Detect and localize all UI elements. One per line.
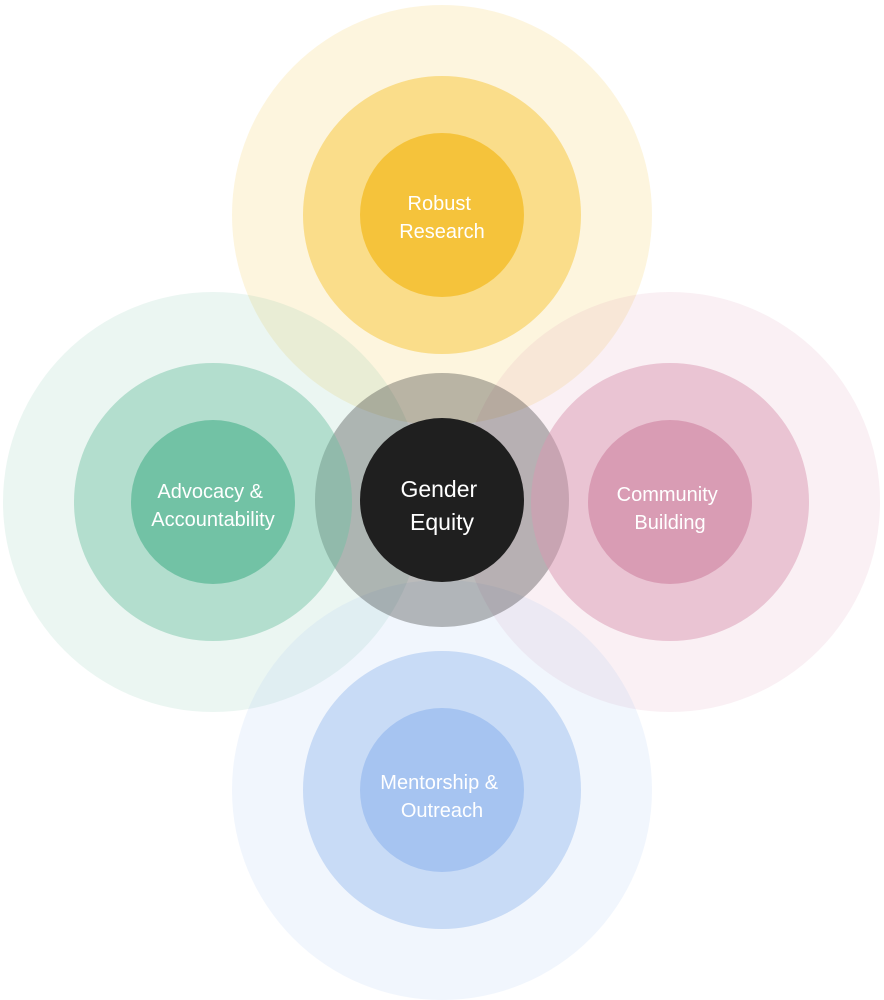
- advocacy-accountability-core: [131, 420, 295, 584]
- community-building-label-line1: Community: [617, 484, 718, 506]
- center-core: [360, 418, 524, 582]
- mentorship-outreach-label-line2: Outreach: [401, 800, 483, 822]
- center-label-line2: Equity: [410, 509, 474, 535]
- community-building-core: [588, 420, 752, 584]
- robust-research-core: [360, 133, 524, 297]
- advocacy-accountability-label: Advocacy & Accountability: [151, 481, 274, 531]
- mentorship-outreach-core: [360, 708, 524, 872]
- robust-research-label: Robust Research: [399, 193, 485, 243]
- robust-research-label-line2: Research: [399, 221, 485, 243]
- advocacy-accountability-label-line1: Advocacy &: [157, 481, 263, 503]
- robust-research-label-line1: Robust: [408, 193, 472, 215]
- center-label: Gender Equity: [400, 476, 483, 535]
- mentorship-outreach-label: Mentorship & Outreach: [380, 772, 503, 822]
- center-label-line1: Gender: [400, 476, 477, 502]
- inner-cores: [131, 133, 752, 872]
- advocacy-accountability-label-line2: Accountability: [151, 509, 274, 531]
- community-building-label: Community Building: [617, 484, 724, 534]
- mentorship-outreach-label-line1: Mentorship &: [380, 772, 498, 794]
- community-building-label-line2: Building: [634, 512, 705, 534]
